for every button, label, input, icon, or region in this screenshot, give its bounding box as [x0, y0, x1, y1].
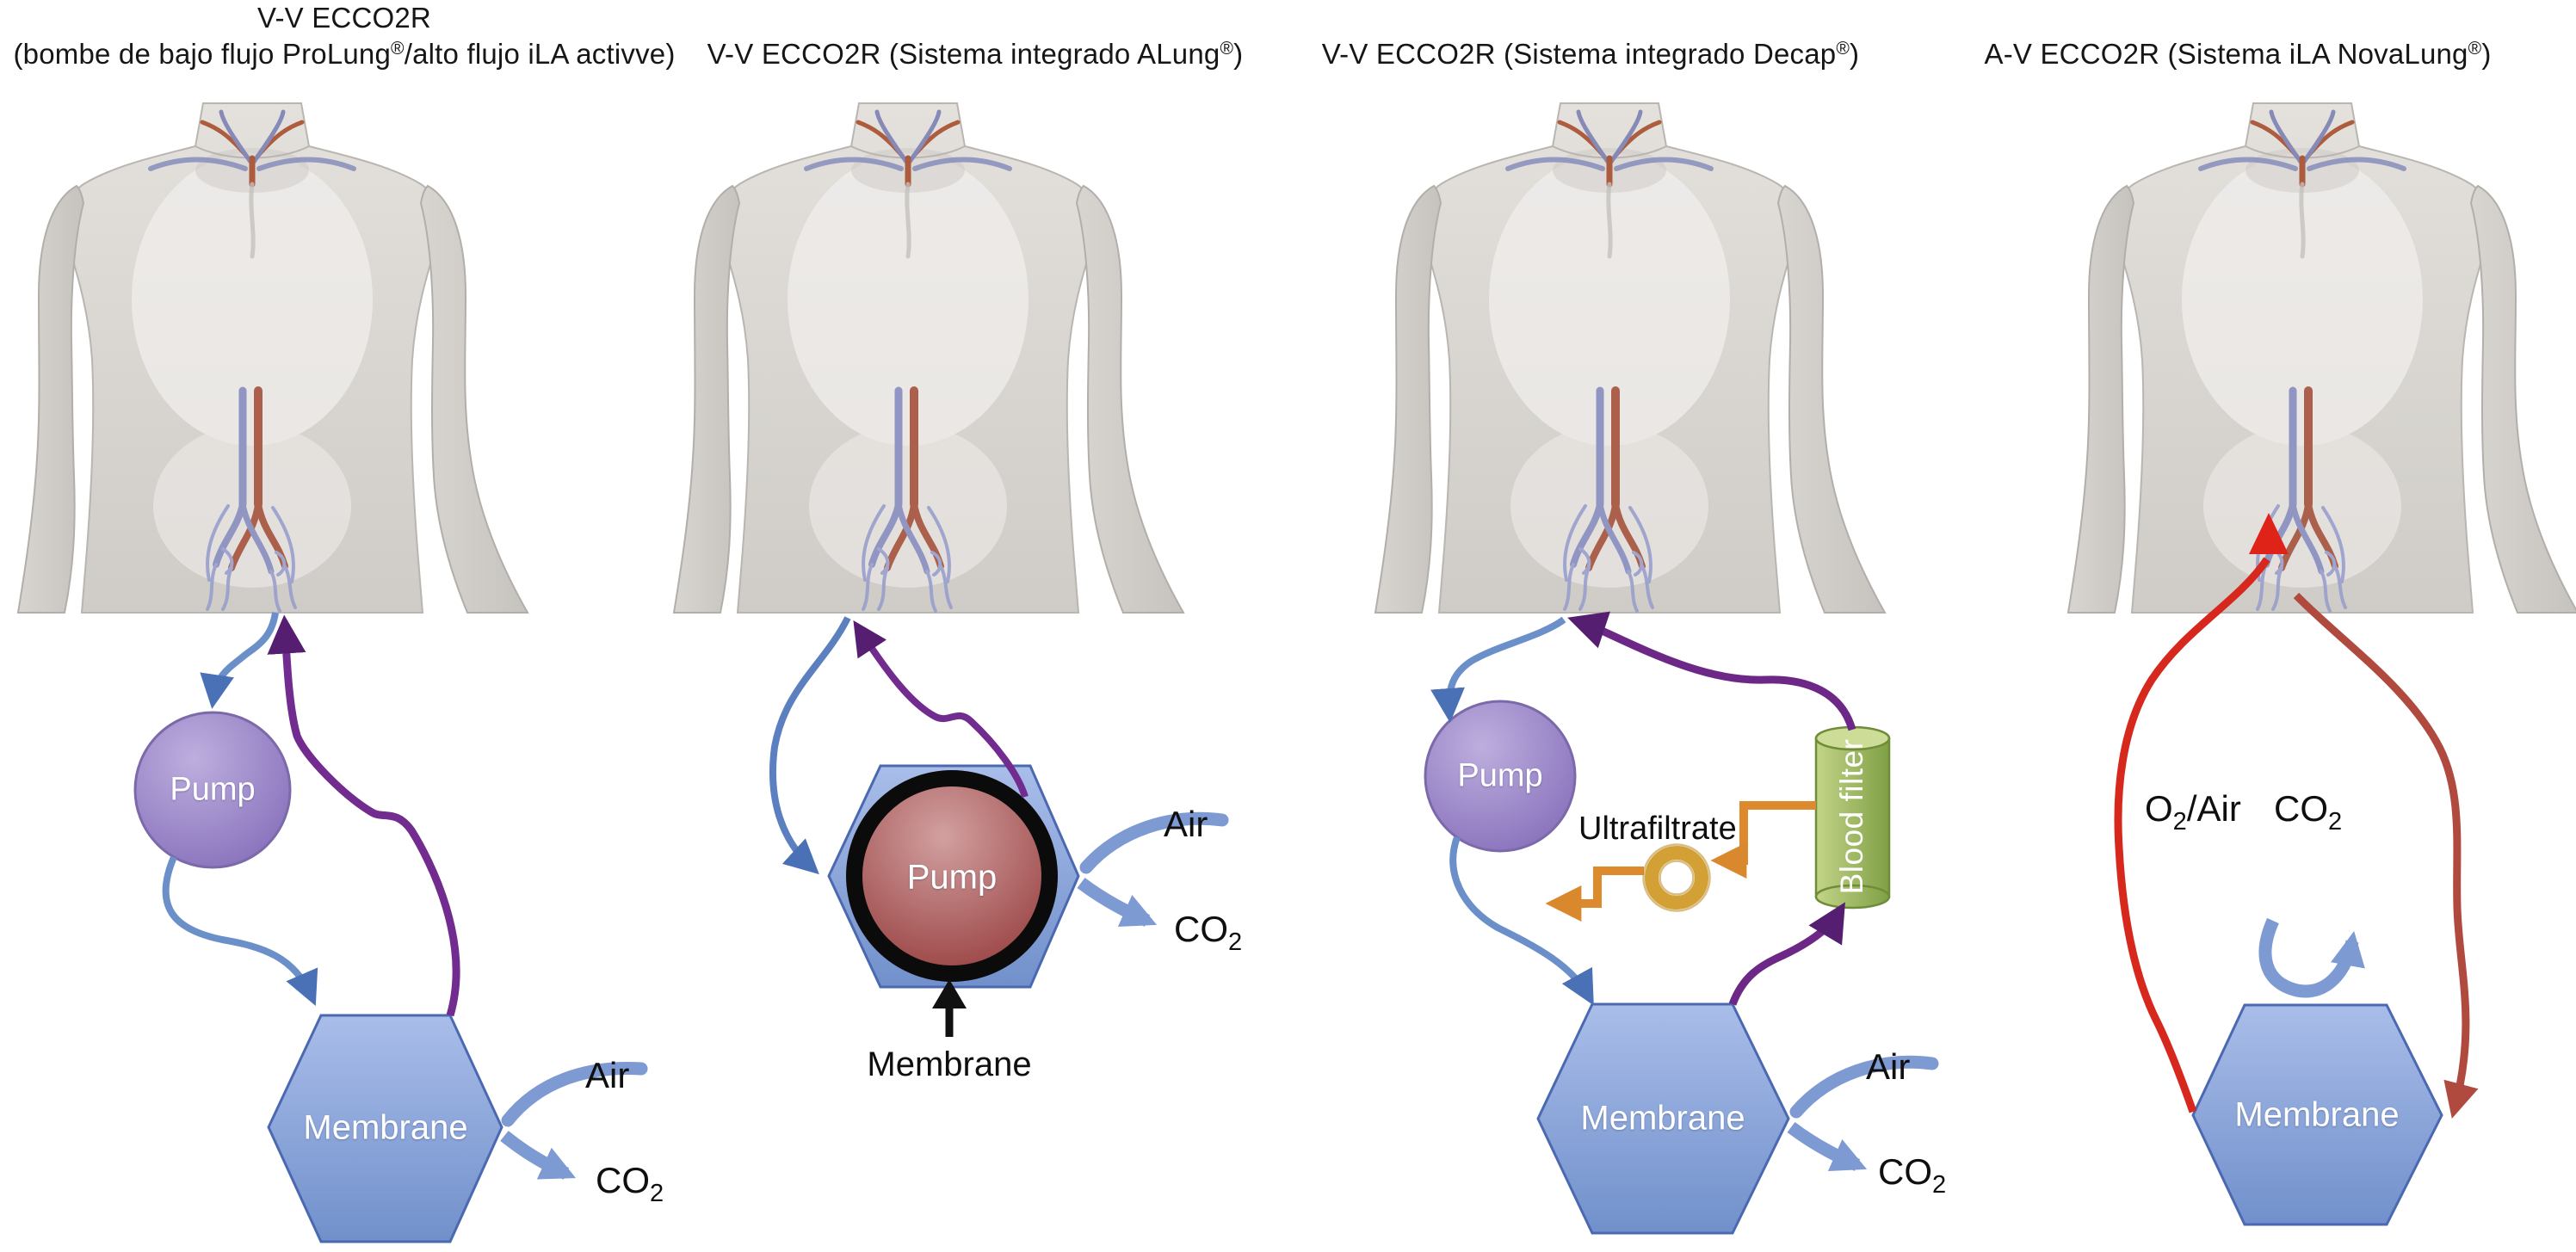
filter-to-body-return-line-3 [1567, 611, 1856, 731]
venous-drainage-line-1b [162, 855, 318, 1007]
blood-filter-cylinder [1814, 725, 1891, 910]
torso-illustration-2 [674, 103, 1183, 613]
pump-label-3: Pump [1457, 757, 1543, 794]
pump-label-1: Pump [170, 771, 256, 808]
panel3-title: V-V ECCO2R (Sistema integrado Decap®) [1321, 38, 1860, 70]
registered-mark-icon: ® [1220, 39, 1234, 59]
panel1-title-line2: (bombe de bajo flujo ProLung®/alto flujo… [13, 38, 676, 70]
co2-label-3: CO2 [1878, 1151, 1947, 1199]
ultrafiltrate-line-upper [1710, 801, 1816, 879]
co2-label-1: CO2 [596, 1160, 664, 1207]
membrane-label-1: Membrane [303, 1108, 468, 1147]
torso-illustration-1 [18, 103, 528, 613]
membrane-label-2: Membrane [867, 1045, 1032, 1083]
pump-circle-3 [1424, 700, 1577, 853]
torso-illustration-4 [2068, 103, 2576, 613]
air-in-arrow-3 [1789, 1055, 1939, 1119]
pump-circle-1 [133, 711, 292, 869]
return-line-1 [267, 614, 460, 1017]
membrane-to-filter-line-3 [1728, 902, 1845, 1006]
panel1-lines [162, 612, 648, 1180]
panel3-lines [1430, 611, 1939, 1171]
air-in-arrow-2 [1079, 811, 1229, 874]
co2-label-4: CO2 [2274, 788, 2343, 836]
blood-filter-label: Blood filter [1834, 738, 1869, 895]
panel4-title: A-V ECCO2R (Sistema iLA NovaLung®) [1984, 38, 2492, 70]
panel4-shapes [2191, 1003, 2443, 1226]
o2-in-co2-out-swirl-4 [2258, 917, 2365, 998]
venous-drainage-line-3a [1430, 616, 1566, 723]
ultrafiltrate-roller-ring [1645, 846, 1708, 910]
alung-pump-circle-2 [862, 786, 1041, 965]
air-in-arrow-1 [501, 1062, 648, 1127]
registered-mark-icon: ® [391, 39, 405, 59]
panel2-lines [769, 616, 1229, 1037]
co2-out-arrow-1 [500, 1131, 577, 1180]
ultrafiltrate-line-lower [1545, 867, 1644, 922]
membrane-label-4: Membrane [2234, 1095, 2400, 1134]
ultrafiltrate-label: Ultrafiltrate [1578, 811, 1737, 847]
torso-illustration-3 [1375, 103, 1885, 613]
arterial-line-4 [2293, 592, 2479, 1119]
panel2-shapes [827, 764, 1080, 989]
venous-drainage-line-1a [200, 612, 279, 709]
air-label-3: Air [1866, 1046, 1911, 1087]
venous-drainage-line-2 [769, 616, 851, 875]
registered-mark-icon: ® [1836, 39, 1850, 59]
panel3-shapes [1424, 700, 1891, 1235]
co2-label-2: CO2 [1174, 909, 1243, 956]
o2-air-label-4: O2/Air [2145, 788, 2241, 836]
air-label-2: Air [1164, 804, 1208, 844]
pump-label-2: Pump [906, 858, 998, 897]
panel2-title: V-V ECCO2R (Sistema integrado ALung®) [707, 38, 1244, 70]
co2-out-arrow-3 [1787, 1121, 1868, 1171]
co2-out-arrow-2 [1077, 877, 1158, 927]
membrane-label-3: Membrane [1580, 1099, 1745, 1138]
registered-mark-icon: ® [2468, 39, 2482, 59]
venous-drainage-line-3b [1449, 836, 1594, 1006]
air-label-1: Air [585, 1055, 630, 1095]
panel4-lines [2114, 513, 2479, 1119]
venous-return-line-4 [2114, 557, 2270, 1113]
panel1-title-line1: V-V ECCO2R [257, 2, 431, 34]
venous-return-arrowhead-4 [2249, 513, 2289, 554]
membrane-hexagon-4 [2191, 1003, 2443, 1226]
panel1-shapes [133, 711, 503, 1243]
return-line-2 [853, 620, 1029, 799]
membrane-pointer-arrow-2 [932, 979, 967, 1037]
